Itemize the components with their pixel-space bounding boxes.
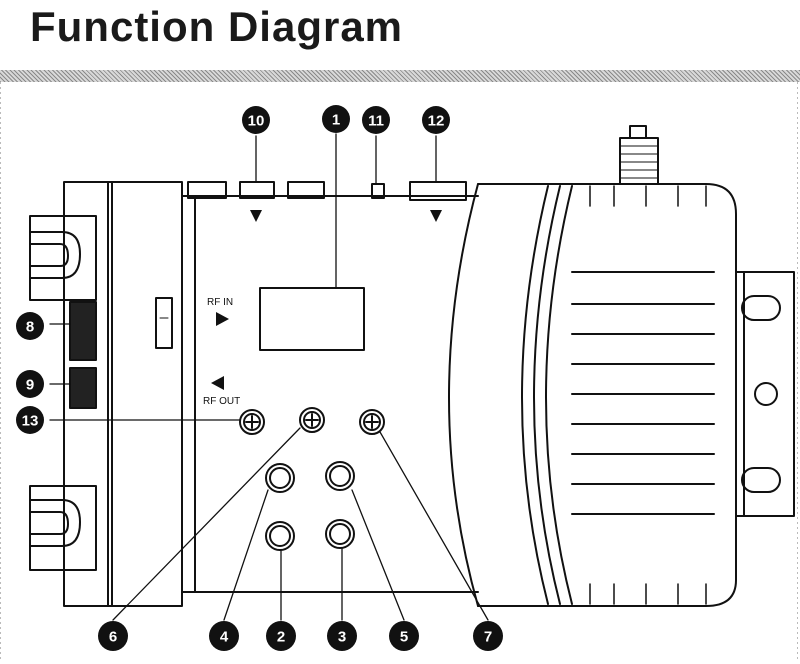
svg-text:5: 5: [400, 629, 408, 646]
svg-text:4: 4: [220, 629, 229, 646]
left-border: [0, 82, 1, 662]
callout-8: 8: [16, 312, 44, 340]
callout-11: 11: [362, 106, 390, 134]
callout-markers: 1 10 11 12 8 9: [16, 105, 503, 651]
right-mounting-bracket: [735, 271, 795, 517]
callout-2: 2: [266, 621, 296, 651]
callout-4: 4: [209, 621, 239, 651]
rear-housing: [448, 125, 737, 607]
svg-text:13: 13: [22, 413, 39, 430]
top-connectors: [187, 181, 467, 201]
control-buttons: [265, 461, 355, 551]
callout-1: 1: [322, 105, 350, 133]
svg-text:3: 3: [338, 629, 346, 646]
svg-text:10: 10: [248, 113, 265, 130]
svg-text:8: 8: [26, 319, 34, 336]
callout-13: 13: [16, 406, 44, 434]
callout-5: 5: [389, 621, 419, 651]
left-arrow-icon: [211, 376, 224, 390]
leader-lines: [49, 133, 489, 621]
callout-3: 3: [327, 621, 357, 651]
display-window: [259, 287, 365, 351]
down-arrow-icon: [430, 210, 442, 222]
svg-text:11: 11: [368, 113, 384, 130]
knurled-connectors: [69, 301, 97, 409]
right-arrow-icon: [216, 312, 229, 326]
svg-text:9: 9: [26, 377, 34, 394]
svg-text:12: 12: [428, 113, 445, 130]
svg-text:2: 2: [277, 629, 285, 646]
down-arrow-icon: [250, 210, 262, 222]
page-title: Function Diagram: [30, 3, 404, 50]
callout-12: 12: [422, 106, 450, 134]
callout-9: 9: [16, 370, 44, 398]
faceplate: [181, 195, 479, 593]
screw-adjusters: [239, 407, 385, 435]
header-divider: [0, 70, 800, 82]
callout-6: 6: [98, 621, 128, 651]
rf-out-label: RF OUT: [203, 396, 240, 407]
right-border: [797, 82, 798, 662]
callout-7: 7: [473, 621, 503, 651]
svg-text:7: 7: [484, 629, 492, 646]
rf-in-label: RF IN: [207, 297, 233, 308]
callout-10: 10: [242, 106, 270, 134]
arrow-markers: [211, 210, 442, 390]
left-end-cap: [29, 181, 183, 607]
svg-text:1: 1: [332, 112, 340, 129]
svg-text:6: 6: [109, 629, 117, 646]
